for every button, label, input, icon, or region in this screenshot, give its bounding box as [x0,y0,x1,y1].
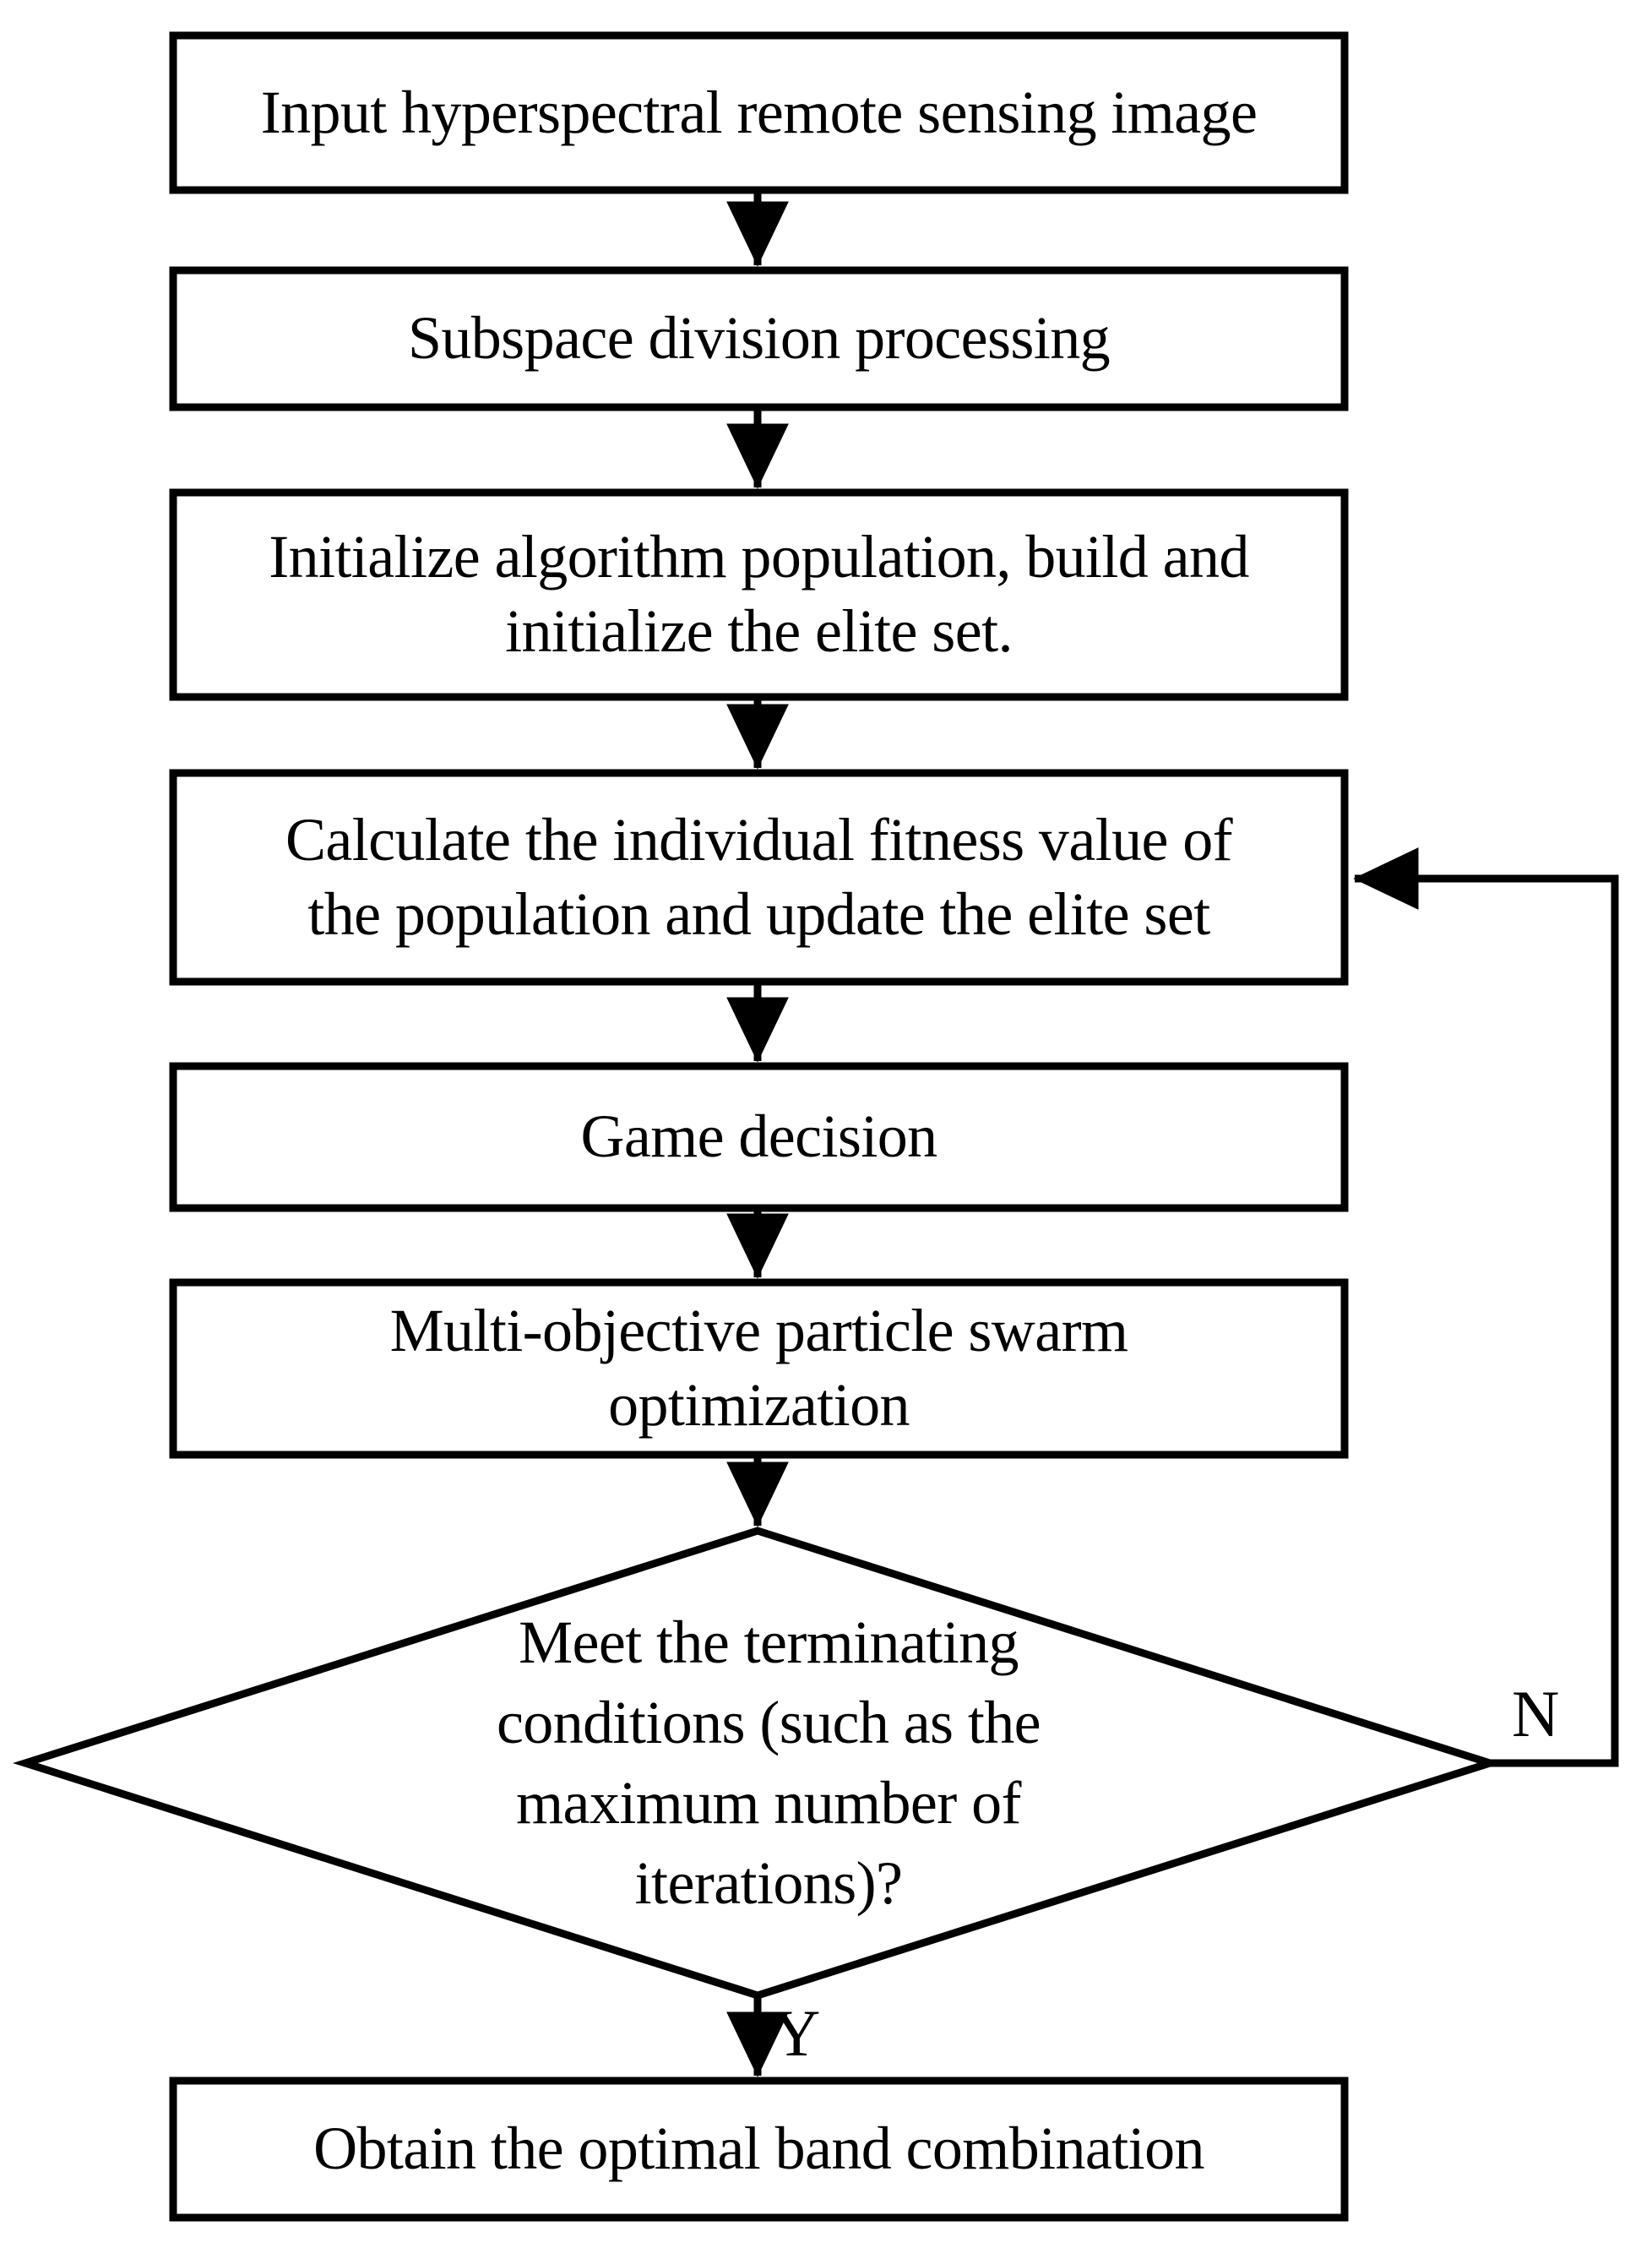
node-game-decision [169,1062,1349,1212]
node-terminating-conditions [13,1527,1503,2000]
node-subspace-division [169,266,1349,411]
node-initialize-population [169,488,1349,701]
node-optimal-band-combination [169,2077,1349,2222]
node-input-image [169,31,1349,194]
node-mopso [169,1278,1349,1459]
node-calculate-fitness [169,769,1349,986]
edge-decision-no-loopback [1353,847,1619,1767]
